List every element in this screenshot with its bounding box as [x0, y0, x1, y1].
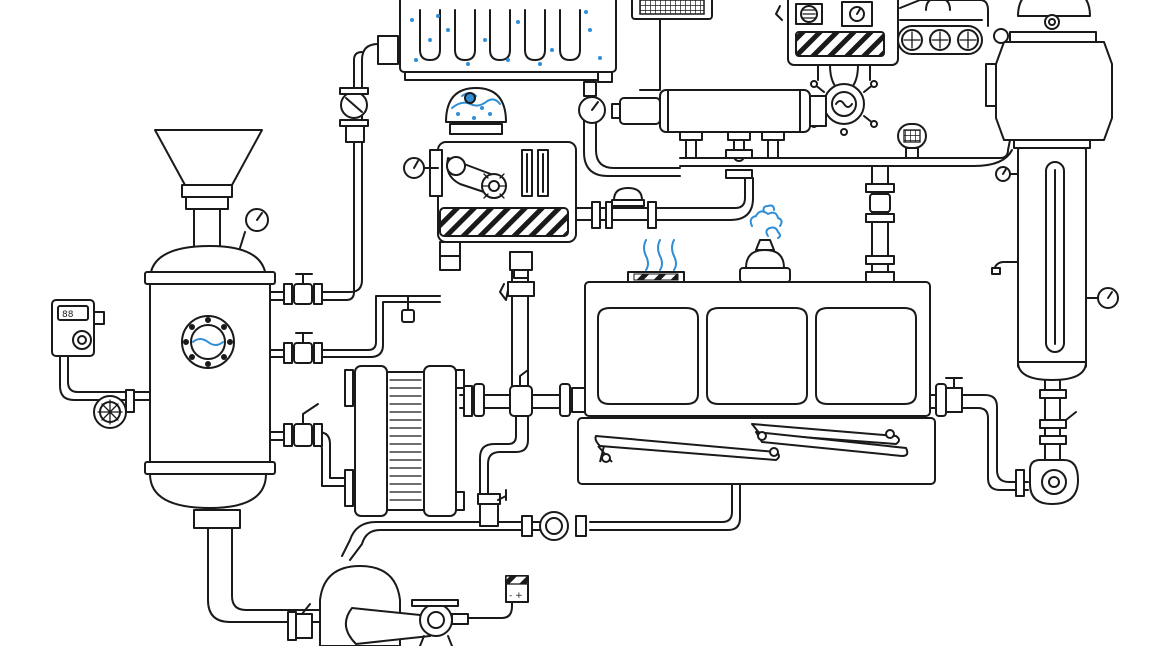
column-bottom-pump — [1029, 459, 1079, 505]
vertical-line-valve — [499, 281, 535, 417]
drip-nozzle — [401, 295, 415, 323]
vessel-valve-lower — [283, 403, 323, 447]
plate-heat-exchanger — [344, 365, 473, 517]
left-pressure-vessel — [144, 129, 276, 529]
conveyor-belt — [897, 0, 989, 55]
keypad-panel — [631, 0, 713, 91]
reactor-outlet-valve — [935, 377, 1025, 497]
battery-label: - + — [509, 591, 523, 601]
horizontal-condenser — [611, 89, 827, 162]
bottom-pump: - + — [287, 565, 529, 646]
control-unit: 88 — [51, 299, 135, 429]
reactor-inlet-flanges — [473, 383, 587, 417]
top-center-transformer — [775, 0, 899, 136]
riser-check-valve — [339, 87, 369, 143]
coil-cooling-tank — [377, 0, 617, 83]
drain-valve — [477, 489, 507, 527]
header-sensor — [897, 123, 927, 159]
pressure-gauge-top — [578, 81, 606, 124]
vessel-valve-upper — [283, 273, 323, 305]
controller-display: 88 — [62, 310, 74, 320]
distillation-column — [985, 0, 1119, 445]
inline-flow-meter — [521, 511, 587, 541]
vessel-valve-middle — [283, 332, 323, 364]
main-reactor — [577, 204, 936, 485]
pipe-flanges-mid — [591, 149, 753, 229]
reactor-top-fittings — [865, 183, 895, 283]
belt-drive-machine — [403, 87, 577, 279]
